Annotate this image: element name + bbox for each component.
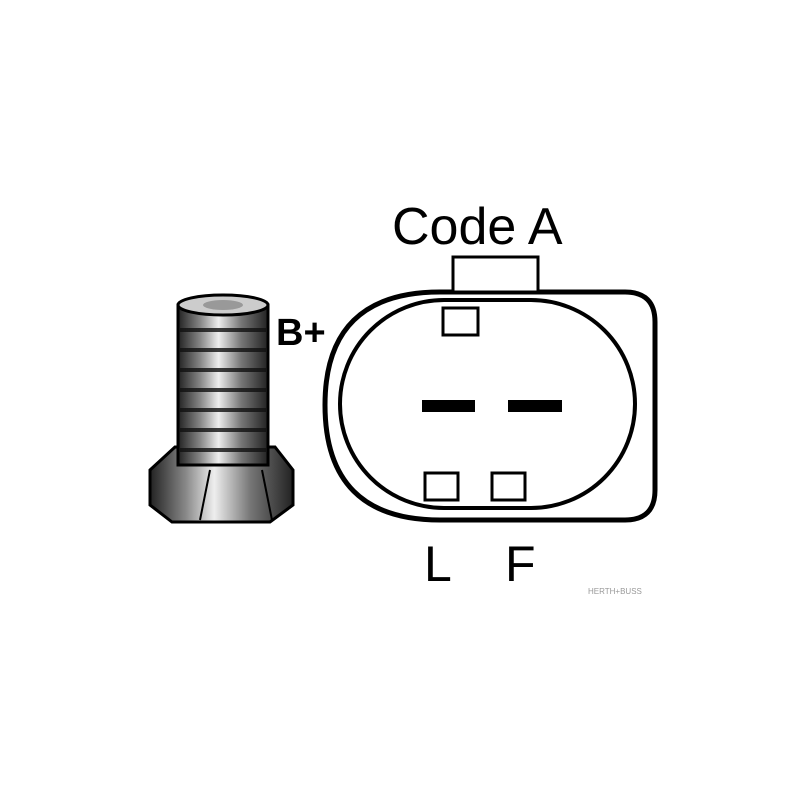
l-label: L — [424, 536, 452, 592]
b-plus-label: B+ — [276, 312, 326, 354]
code-label: Code A — [392, 198, 563, 256]
right-contact-bar — [508, 400, 562, 412]
top-pin-slot — [441, 306, 480, 337]
connector-housing — [322, 255, 658, 523]
code-tab — [451, 255, 540, 294]
watermark: HERTH+BUSS — [588, 587, 642, 596]
l-pin-slot — [423, 471, 460, 502]
f-label: F — [505, 536, 536, 592]
b-plus-bolt-icon — [148, 293, 295, 524]
left-contact-bar — [422, 400, 475, 412]
f-pin-slot — [490, 471, 527, 502]
